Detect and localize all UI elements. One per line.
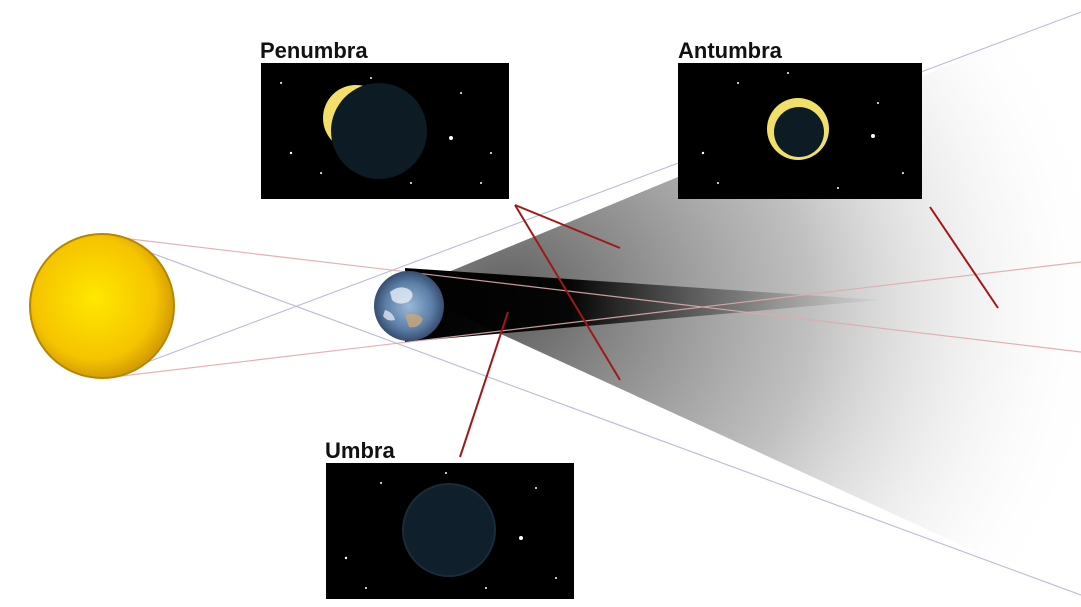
star	[519, 536, 523, 540]
star	[380, 482, 382, 484]
star	[871, 134, 875, 138]
penumbra-view	[280, 77, 492, 184]
umbra-shadow	[405, 268, 880, 342]
star	[485, 587, 487, 589]
star	[787, 72, 789, 74]
star	[344, 556, 348, 560]
star	[837, 187, 839, 189]
star	[289, 151, 293, 155]
penumbra-pointer-line	[514, 204, 621, 249]
stars	[344, 472, 557, 589]
star	[445, 472, 447, 474]
penumbra-label: Penumbra	[260, 38, 368, 63]
ray-line	[104, 235, 1081, 353]
tangent-rays	[104, 235, 1081, 379]
star	[555, 577, 557, 579]
star	[320, 172, 322, 174]
penumbra-panel	[261, 63, 509, 199]
ray-line	[104, 235, 1081, 596]
moon-disk	[331, 83, 427, 179]
star	[717, 182, 719, 184]
antumbra-view	[701, 72, 904, 189]
star	[902, 172, 904, 174]
star	[480, 182, 482, 184]
star	[410, 182, 412, 184]
penumbra-pointer-line	[514, 204, 621, 381]
star	[365, 587, 367, 589]
stars	[701, 72, 904, 189]
star	[449, 136, 453, 140]
earth-icon	[374, 271, 444, 341]
star	[460, 92, 462, 94]
sun-icon	[29, 233, 175, 379]
antumbra-pointer-line	[929, 206, 999, 309]
star	[280, 82, 282, 84]
star	[877, 102, 879, 104]
umbra-label: Umbra	[325, 438, 395, 463]
ray-line	[104, 261, 1081, 379]
umbra-panel	[326, 463, 574, 599]
antumbra-label: Antumbra	[678, 38, 782, 63]
moon-disk	[402, 483, 496, 577]
pointer-lines	[459, 204, 999, 458]
stars	[280, 77, 492, 184]
star	[490, 152, 492, 154]
star	[701, 151, 705, 155]
star	[535, 487, 537, 489]
umbra-pointer-line	[459, 311, 509, 458]
star	[737, 82, 739, 84]
star	[370, 77, 372, 79]
antumbra-panel	[678, 63, 922, 199]
moon-disk	[774, 107, 824, 157]
umbra-view	[344, 472, 557, 589]
